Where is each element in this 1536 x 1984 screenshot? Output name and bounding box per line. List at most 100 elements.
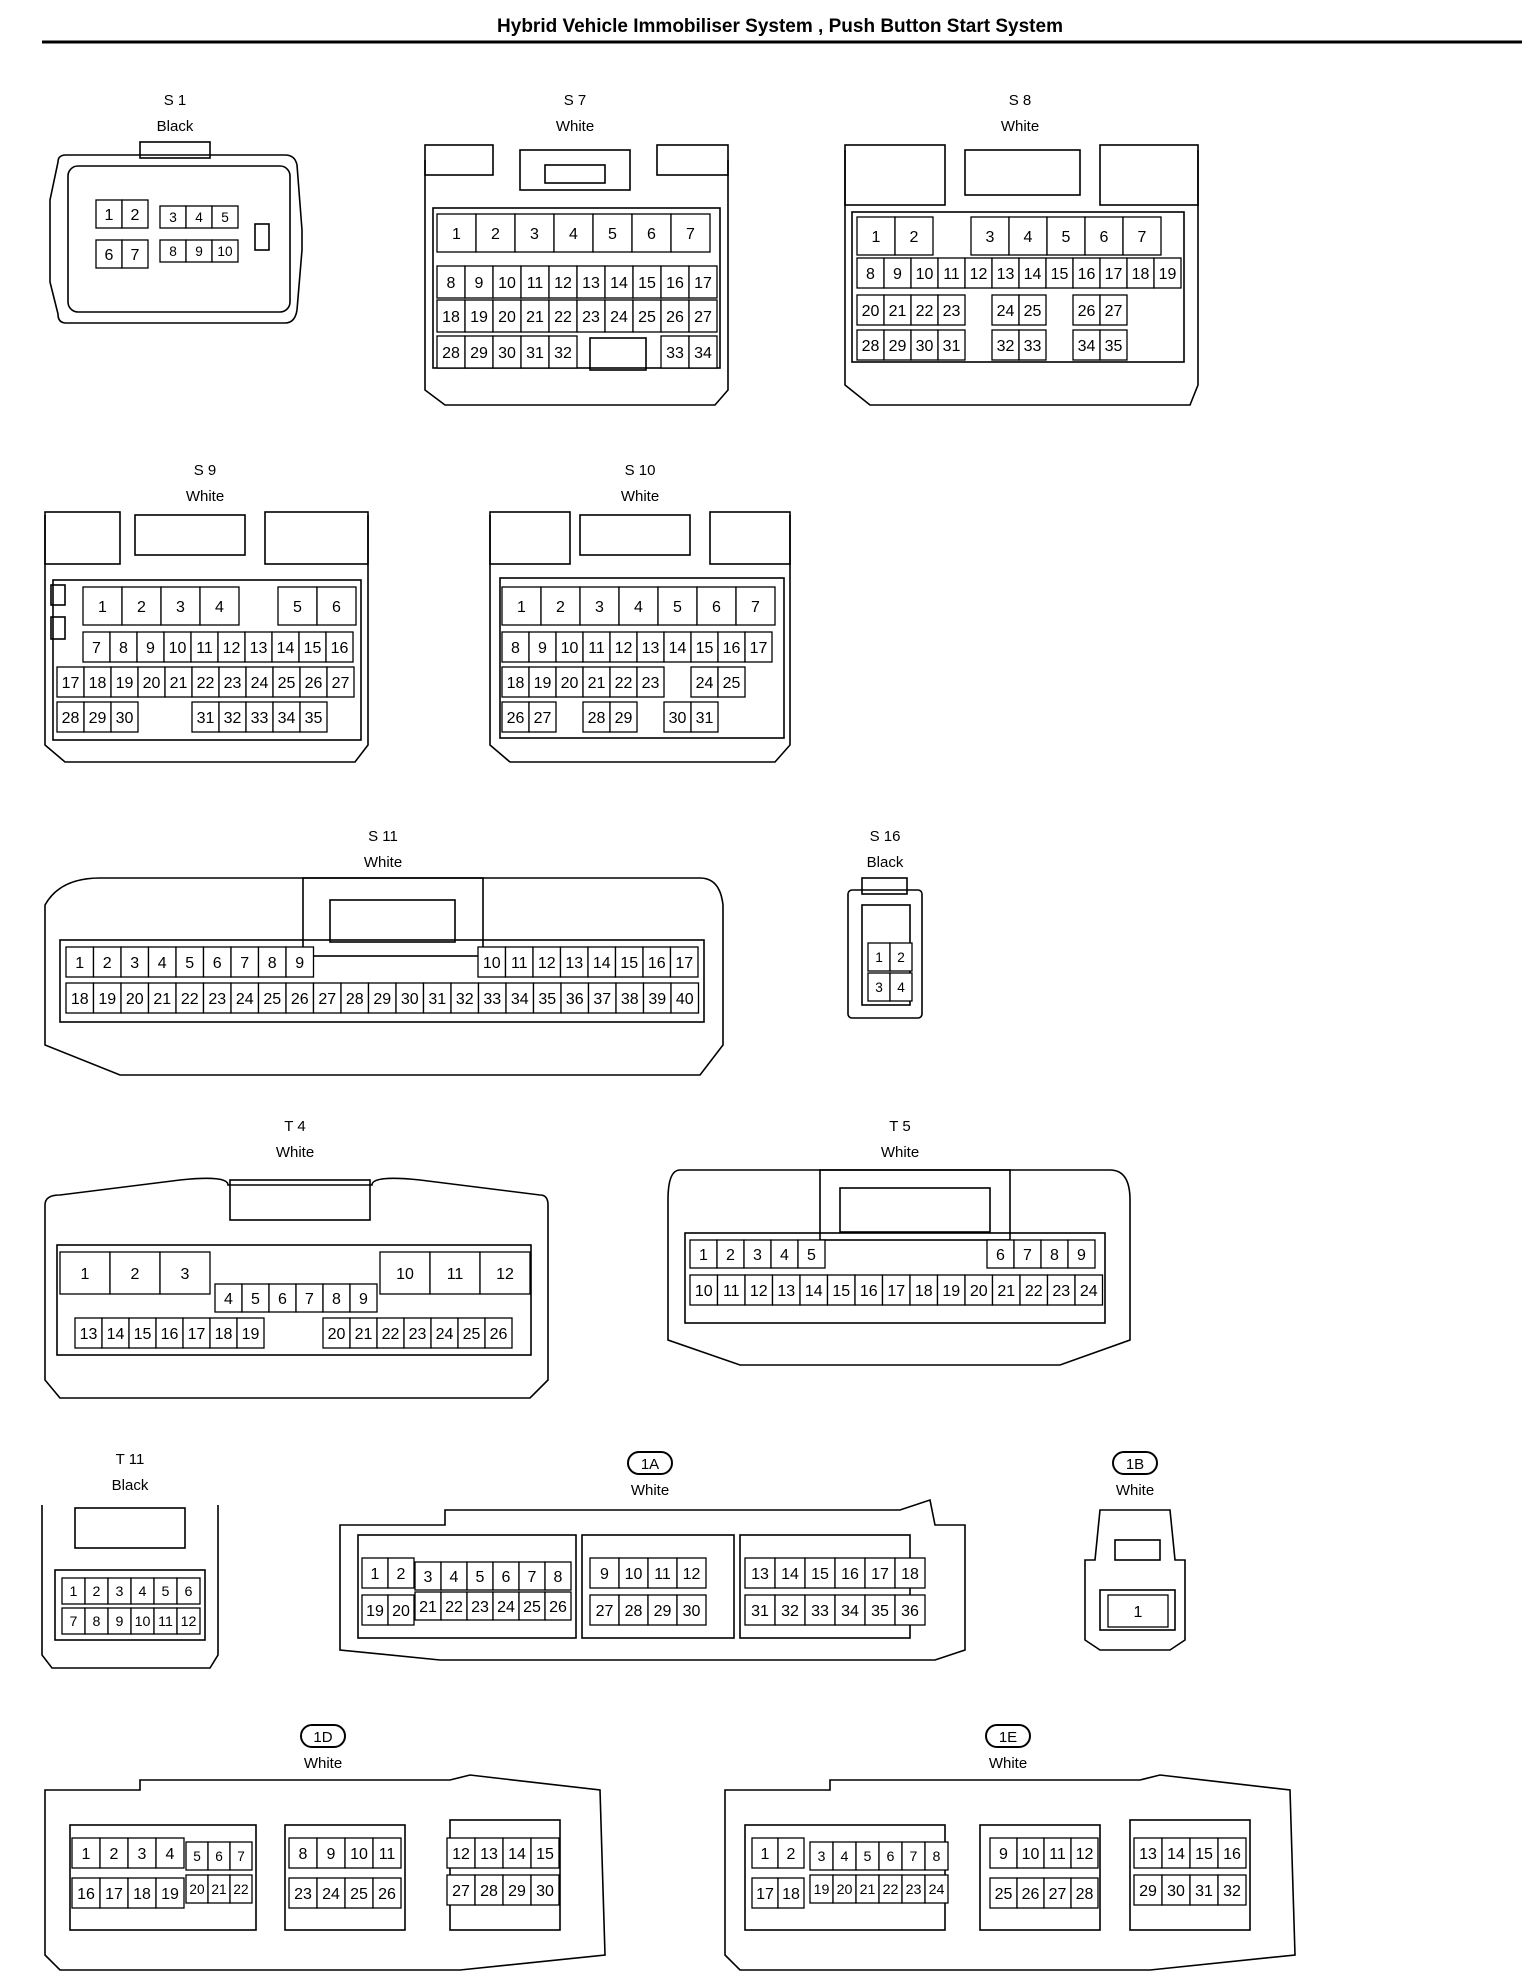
pin-number: 12	[615, 640, 633, 657]
pin-number: 29	[89, 710, 107, 727]
pin-number: 26	[666, 309, 684, 326]
pin-number: 12	[1076, 1846, 1094, 1863]
pin-cell	[1107, 1594, 1169, 1628]
pin-number: 24	[436, 1326, 454, 1343]
pin-number: 13	[480, 1846, 498, 1863]
pin-number: 12	[683, 1566, 701, 1583]
pin-cell	[492, 299, 522, 333]
connector-body	[41, 1505, 219, 1669]
pin-number: 6	[215, 1849, 223, 1864]
pin-number: 5	[185, 955, 194, 972]
connector-body	[49, 154, 303, 324]
connector-color: White	[304, 1755, 342, 1772]
pin-cell	[504, 946, 534, 978]
pin-cell	[991, 257, 1020, 289]
pin-number: 10	[483, 955, 501, 972]
pin-cell	[414, 1561, 442, 1591]
pin-number: 3	[181, 1266, 190, 1283]
cavity	[851, 211, 1185, 363]
pin-number: 35	[538, 991, 556, 1008]
pin-number: 1	[81, 1266, 90, 1283]
pin-number: 18	[89, 675, 107, 692]
pin-cell	[147, 946, 177, 978]
pin-cell	[56, 701, 85, 733]
pin-cell	[218, 666, 247, 698]
pin-number: 6	[185, 1584, 193, 1600]
pin-number: 11	[943, 266, 960, 283]
pin-cell	[1016, 1877, 1045, 1909]
pin-number: 2	[110, 1846, 119, 1863]
pin-number: 33	[811, 1603, 829, 1620]
pin-number: 16	[648, 955, 666, 972]
pin-number: 6	[1100, 229, 1109, 246]
pin-number: 9	[116, 1614, 124, 1630]
pin-cell	[464, 299, 494, 333]
pin-number: 31	[1195, 1883, 1213, 1900]
pin-cell	[191, 701, 220, 733]
pin-cell	[299, 666, 328, 698]
pin-number: 13	[1139, 1846, 1157, 1863]
pin-number: 26	[1078, 303, 1096, 320]
pin-number: 3	[138, 1846, 147, 1863]
pin-cell	[688, 299, 718, 333]
pin-number: 34	[1078, 338, 1096, 355]
pin-number: 9	[327, 1846, 336, 1863]
pin-number: 25	[1024, 303, 1042, 320]
pin-cell	[505, 982, 535, 1014]
pin-cell	[894, 216, 934, 256]
pin-number: 24	[929, 1882, 945, 1898]
page-title: Hybrid Vehicle Immobiliser System , Push…	[497, 16, 1063, 37]
pin-cell	[689, 1239, 718, 1269]
latch-center	[302, 877, 484, 957]
pin-number: 2	[910, 229, 919, 246]
pin-cell	[316, 586, 357, 626]
pin-cell	[735, 586, 776, 626]
pin-number: 18	[915, 1283, 933, 1300]
pin-cell	[272, 666, 301, 698]
pin-number: 4	[780, 1247, 789, 1264]
pin-number: 1	[70, 1584, 78, 1600]
pin-number: 30	[683, 1603, 701, 1620]
pin-cell	[579, 586, 620, 626]
latch-right	[264, 511, 369, 565]
pin-cell	[502, 1837, 532, 1869]
pin-number: 21	[588, 675, 606, 692]
pin-cell	[83, 701, 112, 733]
pin-number: 8	[1050, 1247, 1059, 1264]
pin-number: 26	[378, 1886, 396, 1903]
pin-cell	[199, 586, 240, 626]
pin-number: 28	[62, 710, 80, 727]
pin-cell	[881, 1274, 911, 1306]
latch-right	[656, 144, 729, 176]
pin-cell	[268, 1283, 297, 1313]
connector-id: S 8	[1009, 92, 1032, 109]
pin-cell	[1122, 216, 1162, 256]
pin-cell	[1161, 1837, 1191, 1869]
connector-id: 1D	[313, 1729, 332, 1746]
connector-body	[339, 1498, 966, 1661]
pin-block	[979, 1824, 1101, 1931]
pin-cell	[540, 586, 581, 626]
pin-number: 28	[588, 710, 606, 727]
pin-cell	[544, 1591, 572, 1621]
pin-number: 4	[158, 955, 167, 972]
pin-cell	[211, 239, 239, 263]
pin-number: 19	[98, 991, 116, 1008]
connector-id: 1A	[641, 1456, 659, 1473]
latch-center	[964, 149, 1081, 196]
pin-number: 26	[549, 1599, 567, 1616]
pin-cell	[854, 1274, 884, 1306]
pin-number: 16	[723, 640, 741, 657]
pin-number: 24	[236, 991, 254, 1008]
pin-cell	[663, 631, 692, 663]
pin-number: 13	[565, 955, 583, 972]
latch-center	[134, 514, 246, 556]
pin-cell	[937, 257, 966, 289]
pin-number: 30	[1167, 1883, 1185, 1900]
pin-number: 29	[615, 710, 633, 727]
pin-number: 8	[299, 1846, 308, 1863]
pin-number: 19	[366, 1603, 384, 1620]
pin-number: 4	[166, 1846, 175, 1863]
